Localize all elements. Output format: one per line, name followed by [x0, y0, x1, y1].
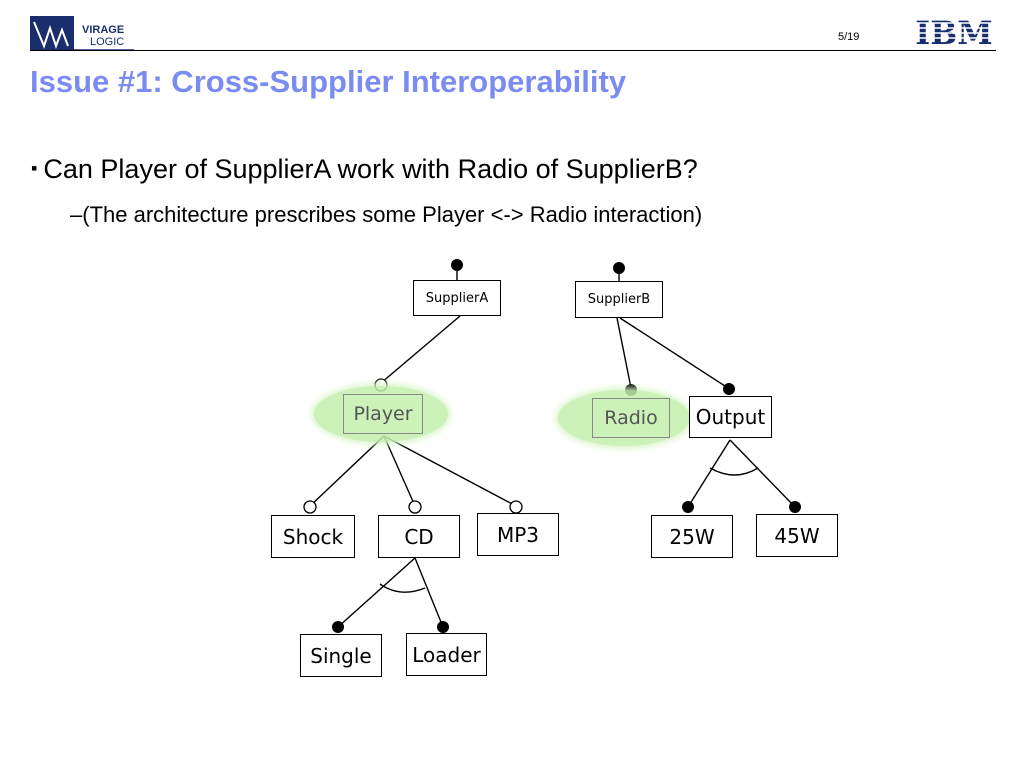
- edge-cd-loader: [414, 557, 444, 628]
- bullet-level-1: ▪Can Player of SupplierA work with Radio…: [31, 154, 698, 185]
- page-number: 5/19: [838, 31, 860, 43]
- edge-suppliera-player: [380, 315, 461, 384]
- node-cd: CD: [378, 515, 460, 558]
- node-player: Player: [343, 394, 423, 434]
- node-output: Output: [689, 396, 772, 438]
- dash-bullet-icon: –: [70, 202, 83, 227]
- node-shock: Shock: [271, 515, 355, 558]
- square-bullet-icon: ▪: [31, 158, 38, 178]
- node-radio: Radio: [592, 398, 670, 438]
- edge-player-cd: [383, 435, 416, 507]
- logo-text-logic: LOGIC: [90, 36, 124, 48]
- node-25w: 25W: [651, 515, 733, 558]
- bullet-level-2: –(The architecture prescribes some Playe…: [70, 202, 702, 228]
- node-mp3: MP3: [477, 513, 559, 556]
- logo-text-virage: VIRAGE: [82, 24, 124, 36]
- output-mandatory-dot: [723, 383, 735, 395]
- output-and-arc: [709, 467, 759, 476]
- loader-mandatory-dot: [437, 621, 449, 633]
- edge-cd-single: [337, 557, 416, 628]
- cd-optional-dot: [408, 500, 422, 514]
- ibm-logo-text: IBM: [915, 16, 992, 48]
- virage-logic-logo: VIRAGE LOGIC: [30, 16, 134, 51]
- bullet-text: Can Player of SupplierA work with Radio …: [43, 154, 698, 184]
- node-loader: Loader: [406, 633, 487, 676]
- slide-title: Issue #1: Cross-Supplier Interoperabilit…: [30, 64, 627, 99]
- edge-output-25w: [687, 439, 731, 508]
- edge-supplierb-radio: [616, 317, 632, 389]
- sub-bullet-text: (The architecture prescribes some Player…: [82, 202, 703, 227]
- node-supplier-b: SupplierB: [575, 281, 663, 318]
- header-divider: [30, 50, 996, 51]
- 45w-mandatory-dot: [789, 501, 801, 513]
- 25w-mandatory-dot: [682, 501, 694, 513]
- supplier-a-root-dot: [451, 259, 463, 271]
- edge-output-45w: [729, 439, 796, 508]
- single-mandatory-dot: [332, 621, 344, 633]
- node-supplier-a: SupplierA: [413, 280, 501, 316]
- edge-player-shock: [309, 435, 385, 507]
- ibm-logo: IBM: [913, 16, 995, 48]
- edge-player-mp3: [383, 435, 517, 507]
- edge-supplierb-output: [619, 317, 729, 389]
- player-highlight: [314, 386, 448, 442]
- shock-optional-dot: [303, 500, 317, 514]
- supplier-b-root-dot: [613, 262, 625, 274]
- radio-highlight: [558, 390, 690, 446]
- mp3-optional-dot: [509, 500, 523, 514]
- node-45w: 45W: [756, 514, 838, 557]
- cd-and-arc: [379, 583, 426, 593]
- node-single: Single: [300, 634, 382, 677]
